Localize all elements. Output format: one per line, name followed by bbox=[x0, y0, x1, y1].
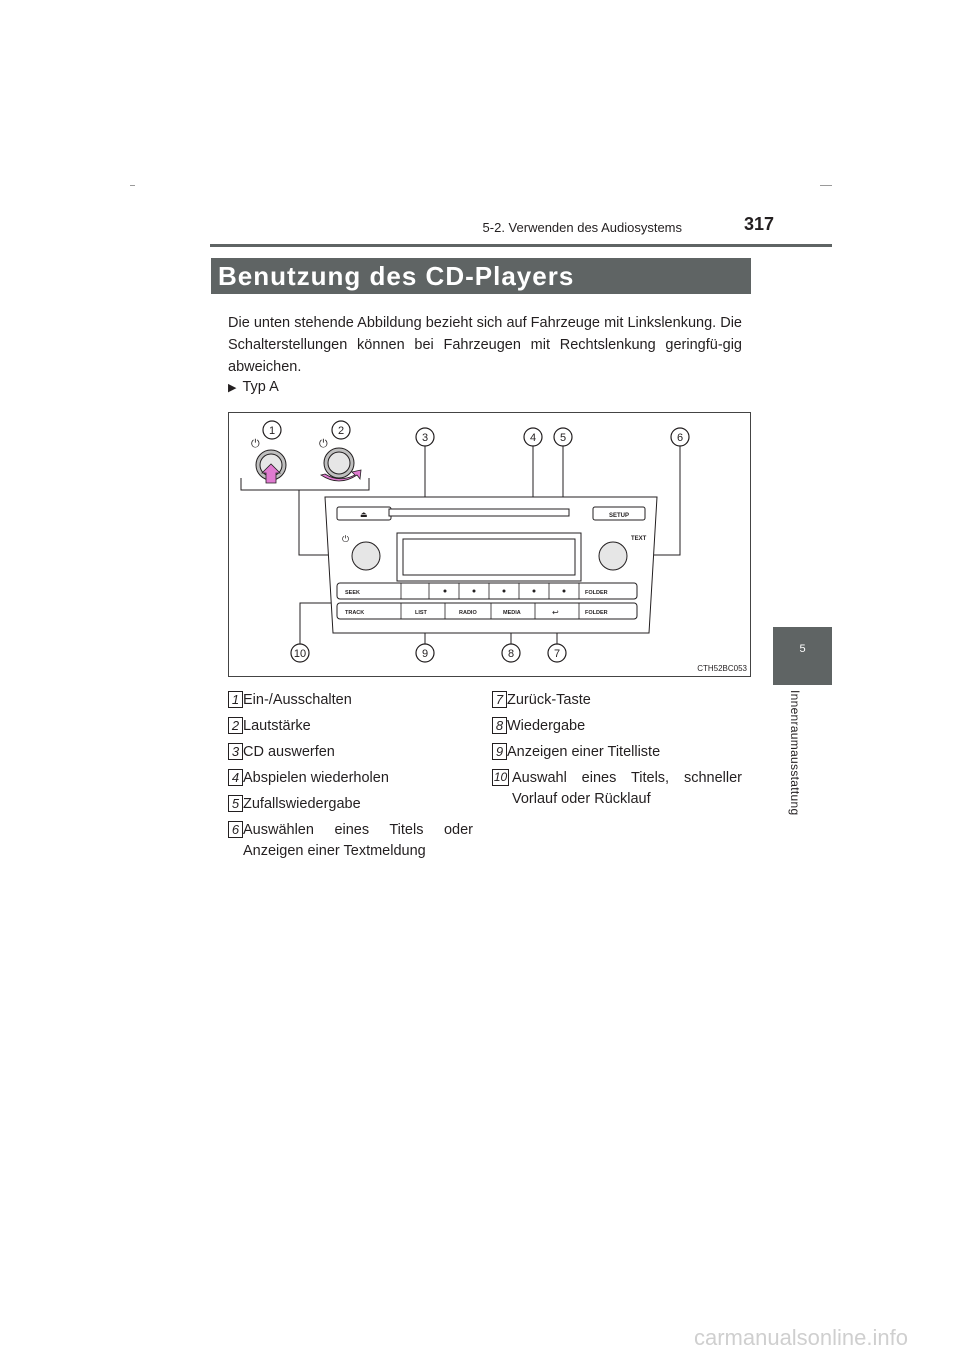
power-knob-icon: ⏻ bbox=[342, 534, 349, 544]
type-label-text: Typ A bbox=[242, 379, 279, 395]
legend-number: 7 bbox=[492, 691, 507, 708]
seek-label: SEEK bbox=[345, 590, 360, 596]
crop-mark-left bbox=[130, 185, 135, 186]
legend-number: 1 bbox=[228, 691, 243, 708]
legend-number: 4 bbox=[228, 769, 243, 786]
push-arrow-icon bbox=[261, 463, 281, 484]
callout-10: 10 bbox=[294, 648, 306, 660]
setup-button bbox=[592, 506, 646, 521]
section-title: Benutzung des CD-Players bbox=[211, 258, 751, 294]
callout-9: 9 bbox=[422, 648, 428, 660]
rotate-arrow-icon bbox=[320, 469, 362, 482]
callout-3: 3 bbox=[422, 432, 428, 444]
legend-text: Anzeigen einer Titelliste bbox=[507, 744, 661, 760]
back-arrow-icon: ↩ bbox=[552, 608, 559, 617]
callout-circle-2 bbox=[331, 420, 351, 440]
power-knob bbox=[351, 541, 381, 571]
folder-down-label: FOLDER bbox=[585, 610, 608, 616]
callout-8: 8 bbox=[508, 648, 514, 660]
radio-diagram: 1 2 3 4 5 6 10 9 8 7 bbox=[240, 420, 748, 673]
leader-1 bbox=[240, 478, 370, 491]
eject-icon: ⏏ bbox=[360, 510, 368, 519]
callout-circle-1 bbox=[262, 420, 282, 440]
track-label: TRACK bbox=[345, 610, 364, 616]
legend-text: Lautstärke bbox=[243, 718, 311, 734]
intro-paragraph: Die unten stehende Abbildung bezieht sic… bbox=[228, 315, 742, 375]
leader-10 bbox=[299, 602, 339, 644]
legend-number: 8 bbox=[492, 717, 507, 734]
callout-5: 5 bbox=[560, 432, 566, 444]
chapter-label: Innenraumausstattung bbox=[788, 690, 802, 816]
legend-text: Auswählen eines Titels oder Anzeigen ein… bbox=[243, 822, 473, 859]
page-number: 317 bbox=[743, 214, 774, 234]
legend-text: Wiedergabe bbox=[507, 718, 586, 734]
legend-number: 5 bbox=[228, 795, 243, 812]
callout-2: 2 bbox=[338, 425, 344, 437]
crop-mark-right bbox=[820, 185, 832, 186]
legend-text: CD auswerfen bbox=[243, 744, 335, 760]
cd-slot bbox=[388, 508, 570, 517]
media-label: MEDIA bbox=[503, 610, 521, 616]
folder-up-label: FOLDER bbox=[585, 590, 608, 596]
callout-4: 4 bbox=[530, 432, 536, 444]
legend-text: Zurück-Taste bbox=[507, 692, 591, 708]
power-icon: ⏻ bbox=[251, 438, 260, 450]
header-rule bbox=[210, 244, 832, 247]
radio-illustration: 1 2 3 4 5 6 10 9 8 7 bbox=[228, 412, 751, 677]
type-label: ▶ Typ A bbox=[228, 379, 279, 395]
legend-number: 6 bbox=[228, 821, 243, 838]
legend-text: Ein-/Ausschalten bbox=[243, 692, 352, 708]
callout-6: 6 bbox=[677, 432, 683, 444]
power-icon-2: ⏻ bbox=[319, 438, 328, 450]
figure-code: CTH52BC053 bbox=[697, 664, 747, 673]
legend-number: 3 bbox=[228, 743, 243, 760]
legend-number: 2 bbox=[228, 717, 243, 734]
triangle-bullet-icon: ▶ bbox=[228, 382, 237, 394]
knob-detail-volume bbox=[323, 447, 355, 479]
chapter-tab: 5 bbox=[773, 627, 832, 685]
text-knob bbox=[598, 541, 628, 571]
legend-text: Auswahl eines Titels, schneller Vorlauf … bbox=[512, 770, 742, 807]
button-bar-lower bbox=[336, 602, 638, 620]
watermark: carmanualsonline.info bbox=[693, 1325, 908, 1350]
text-knob-label: TEXT bbox=[631, 536, 647, 542]
header-section: 5-2. Verwenden des Audiosystems bbox=[482, 220, 682, 235]
legend-text: Abspielen wiederholen bbox=[243, 770, 389, 786]
button-bar-upper bbox=[336, 582, 638, 600]
legend-number: 9 bbox=[492, 743, 507, 760]
legend-number: 10 bbox=[492, 769, 509, 786]
radio-label: RADIO bbox=[459, 610, 477, 616]
callout-7: 7 bbox=[554, 648, 560, 660]
legend-text: Zufallswiedergabe bbox=[243, 796, 361, 812]
list-label: LIST bbox=[415, 610, 428, 616]
setup-label: SETUP bbox=[609, 513, 629, 519]
callout-1: 1 bbox=[269, 425, 275, 437]
